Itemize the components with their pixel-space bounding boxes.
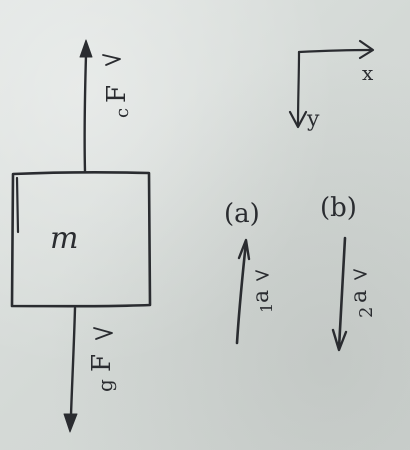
a2-symbol: a [347,290,372,303]
case-a: (a) a 1 [224,199,276,345]
x-axis-label: x [362,61,374,85]
acceleration-a2-label: a 2 [347,269,377,318]
force-up-subscript: c [112,108,133,118]
case-b-label: (b) [320,193,357,223]
force-down-symbol: F [87,354,117,372]
mass-block: m [10,171,152,308]
force-up-label: F c [102,54,133,118]
a1-symbol: a [249,290,274,303]
a2-subscript: 2 [356,307,377,318]
force-arrow-up: F c [79,39,133,174]
mass-label: m [50,221,78,256]
force-up-symbol: F [102,85,132,103]
force-down-subscript: g [93,379,117,392]
case-a-label: (a) [224,199,260,229]
y-axis-label: y [306,107,320,132]
coordinate-axes: x y [288,39,375,132]
a1-subscript: 1 [257,303,276,313]
case-b: (b) a 2 [320,193,377,352]
force-arrow-down: F g [63,306,117,433]
acceleration-a1-label: a 1 [249,270,276,313]
force-down-label: F g [87,327,117,392]
